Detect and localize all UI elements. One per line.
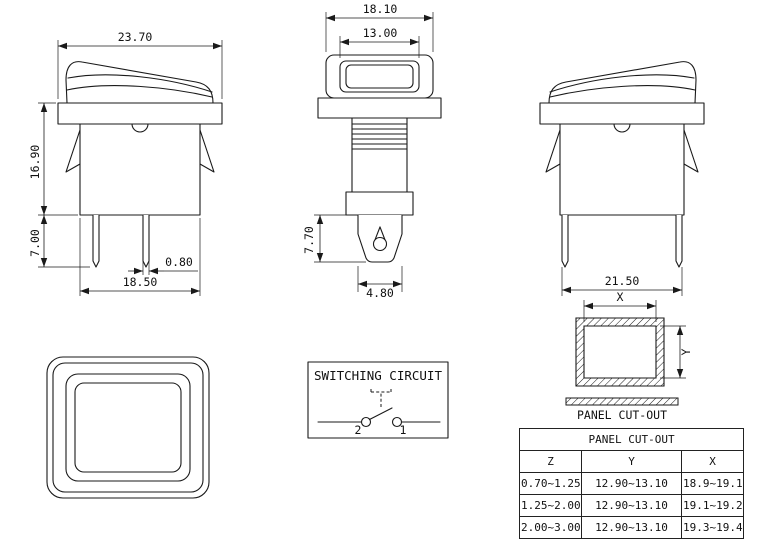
view-side-a: 23.70 16.90 7.00 0.80 18.50 bbox=[28, 30, 223, 296]
cutout-x-label: X bbox=[617, 290, 624, 304]
dim-body-width-label: 18.50 bbox=[123, 275, 158, 289]
snap-clip-left bbox=[65, 129, 81, 173]
cutout-hatched-frame bbox=[575, 317, 665, 387]
dim-pin-length-label: 7.00 bbox=[28, 229, 42, 257]
top-view-outer bbox=[46, 356, 210, 499]
dim-pin-span-label: 21.50 bbox=[605, 274, 640, 288]
cell-z: 1.25~2.00 bbox=[519, 494, 582, 517]
rocker-ridge-line bbox=[549, 85, 696, 98]
table-row: 0.70~1.25 12.90~13.10 18.9~19.1 bbox=[519, 472, 745, 495]
circuit-box bbox=[307, 361, 449, 439]
dim-bezel-width-label: 23.70 bbox=[118, 30, 153, 44]
dim-terminal-length-label: 7.70 bbox=[302, 226, 316, 254]
panel-cutout-table: PANEL CUT-OUT Z Y X 0.70~1.25 12.90~13.1… bbox=[518, 428, 745, 539]
dim-actuator-width-label: 18.10 bbox=[363, 2, 398, 16]
bezel-flange bbox=[539, 102, 705, 125]
terminal-pin bbox=[561, 215, 569, 268]
terminal-2-label: 2 bbox=[355, 423, 362, 437]
rocker-face-mid bbox=[339, 60, 420, 93]
center-terminal bbox=[357, 215, 403, 263]
dim-body-height-label: 16.90 bbox=[28, 145, 42, 180]
table-header-x: X bbox=[680, 450, 745, 473]
table-title: PANEL CUT-OUT bbox=[518, 428, 745, 451]
terminal-1-label: 1 bbox=[400, 423, 407, 437]
rocker-actuator-outline bbox=[65, 61, 214, 104]
cell-z: 0.70~1.25 bbox=[519, 472, 582, 495]
pivot-bump bbox=[613, 123, 631, 133]
table-header-z: Z bbox=[519, 450, 582, 473]
switching-circuit: SWITCHING CIRCUIT 2 1 bbox=[307, 361, 449, 439]
circuit-title: SWITCHING CIRCUIT bbox=[314, 368, 442, 383]
top-view-rocker bbox=[65, 373, 191, 482]
body-step bbox=[345, 191, 414, 216]
snap-clip-right bbox=[199, 129, 215, 173]
switch-body bbox=[351, 117, 408, 193]
switch-body bbox=[79, 123, 201, 216]
panel-strip bbox=[565, 397, 679, 406]
view-side-b: 21.50 bbox=[539, 61, 705, 296]
bezel-flange bbox=[57, 102, 223, 125]
dim-actuator-inner-width-label: 13.00 bbox=[363, 26, 398, 40]
dim-terminal-width-label: 4.80 bbox=[366, 286, 394, 300]
panel-cutout-view: X Y PANEL CUT-OUT bbox=[565, 290, 693, 422]
terminal-pin bbox=[142, 215, 150, 268]
circuit-terminal-2 bbox=[360, 416, 372, 428]
cell-x: 18.9~19.1 bbox=[680, 472, 745, 495]
view-top bbox=[46, 356, 210, 499]
top-view-rocker-inner bbox=[74, 382, 182, 473]
rocker-ridge-line bbox=[66, 85, 213, 98]
pivot-bump bbox=[131, 123, 149, 133]
cell-z: 2.00~3.00 bbox=[519, 516, 582, 539]
rocker-ridge-line bbox=[549, 74, 695, 93]
cell-y: 12.90~13.10 bbox=[581, 494, 682, 517]
table-row: 2.00~3.00 12.90~13.10 19.3~19.4 bbox=[519, 516, 745, 539]
rocker-face-inner bbox=[345, 64, 414, 89]
snap-clip-right bbox=[683, 129, 699, 173]
terminal-pin bbox=[675, 215, 683, 268]
terminal-pin bbox=[92, 215, 100, 268]
cell-y: 12.90~13.10 bbox=[581, 516, 682, 539]
bezel-flange bbox=[317, 97, 442, 119]
table-row: 1.25~2.00 12.90~13.10 19.1~19.2 bbox=[519, 494, 745, 517]
snap-clip-left bbox=[545, 129, 561, 173]
top-view-frame bbox=[52, 362, 204, 493]
switch-blade bbox=[368, 407, 393, 421]
cell-x: 19.3~19.4 bbox=[680, 516, 745, 539]
cutout-caption: PANEL CUT-OUT bbox=[577, 408, 667, 422]
body-ribs bbox=[351, 123, 408, 150]
view-front: 18.10 13.00 7.70 4.80 bbox=[302, 2, 442, 300]
table-header-y: Y bbox=[581, 450, 682, 473]
cell-x: 19.1~19.2 bbox=[680, 494, 745, 517]
cell-y: 12.90~13.10 bbox=[581, 472, 682, 495]
dim-pin-thickness-label: 0.80 bbox=[165, 255, 193, 269]
rocker-actuator-outline bbox=[548, 61, 697, 104]
rocker-ridge-line bbox=[67, 74, 213, 93]
switch-body bbox=[559, 123, 685, 216]
terminal-keyhole bbox=[372, 226, 388, 252]
cutout-y-label: Y bbox=[679, 348, 693, 355]
